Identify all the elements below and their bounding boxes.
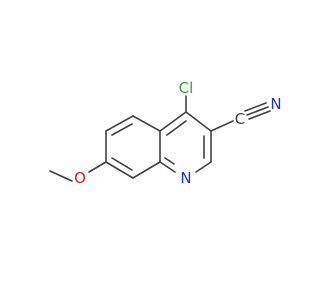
bond-o-ch3 <box>49 170 73 182</box>
bond-nitrile-triple-1 <box>246 106 269 116</box>
nitrile-nitrogen-label: N <box>270 95 281 113</box>
atom-labels: Cl C N N O <box>74 79 282 187</box>
bond-c4a-c4 <box>159 111 187 132</box>
chlorine-atom-label: Cl <box>179 79 194 97</box>
bond-c7-o <box>88 161 107 173</box>
ring-nitrogen-label: N <box>180 169 191 187</box>
bond-nitrile-triple-2 <box>244 102 267 112</box>
bond-c4-c3 <box>185 111 212 132</box>
bond-c2-n1 <box>195 161 212 173</box>
nitrile-carbon-label: C <box>235 110 245 128</box>
bond-c5-c6 <box>105 115 134 132</box>
bond-c8-c8a <box>132 161 161 179</box>
bond-c7-c8 <box>105 161 134 179</box>
bond-c4a-c4-inner <box>166 120 187 136</box>
bond-c7-c8-inner <box>111 157 133 171</box>
bond-c5-c6-inner <box>111 123 133 136</box>
bond-c4a-c5 <box>132 115 161 132</box>
bond-nitrile-triple-3 <box>248 110 271 120</box>
structure-diagram: Cl C N N O <box>49 79 282 187</box>
bond-c3-cnitrile <box>210 120 234 132</box>
bond-n1-c8a <box>159 161 176 173</box>
bonds <box>49 95 271 182</box>
methoxy-oxygen-label: O <box>74 169 86 187</box>
bond-n1-c8a-inner <box>164 157 175 165</box>
